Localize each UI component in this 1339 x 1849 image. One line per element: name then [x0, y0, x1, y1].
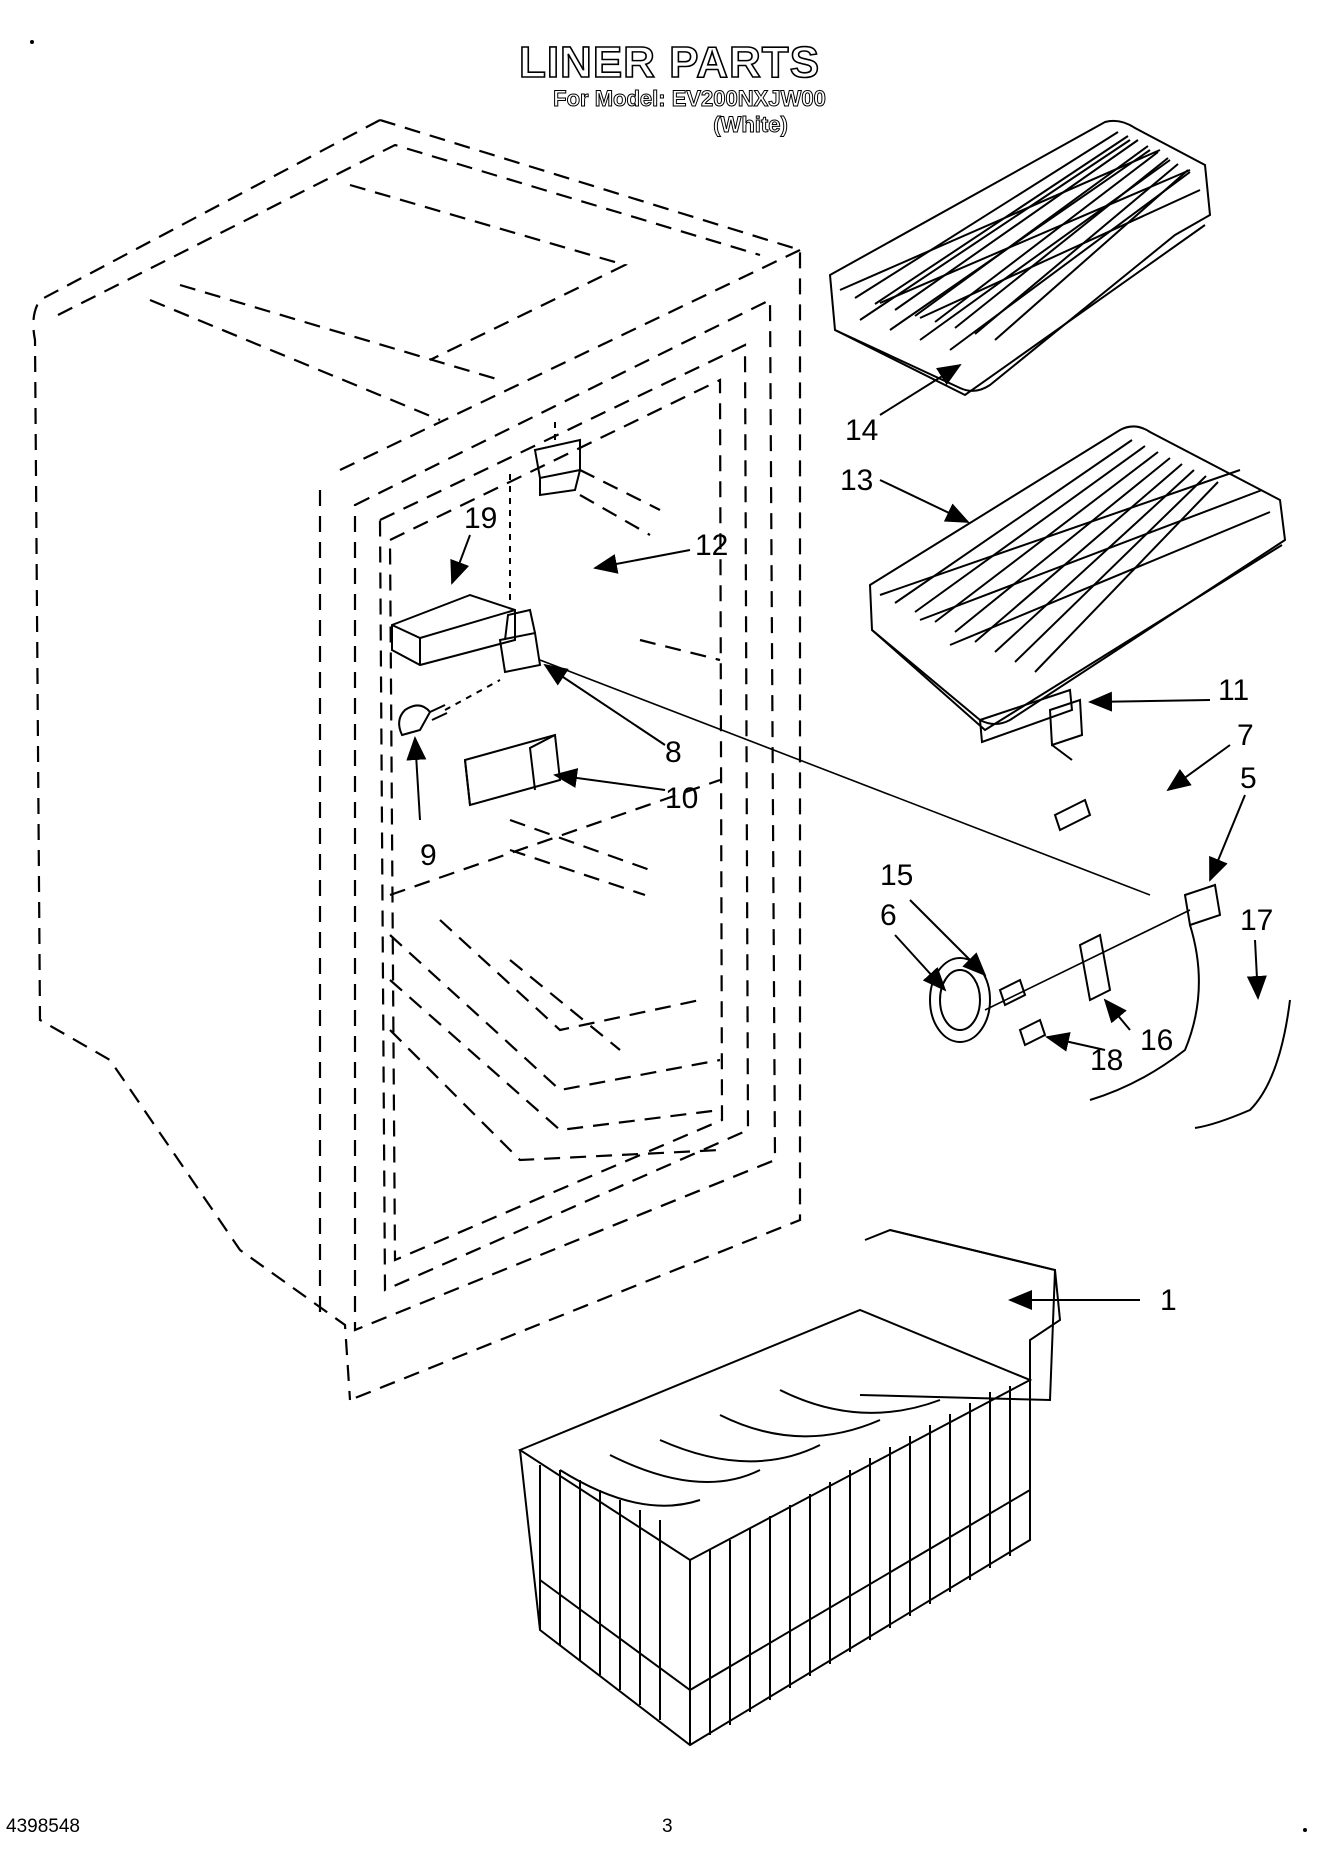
- callout-19: 19: [464, 502, 497, 535]
- callout-12: 15: [880, 859, 913, 892]
- callout-13: 12: [695, 529, 728, 562]
- diagram-title: LINER PARTS: [518, 38, 821, 87]
- callout-7: 7: [1237, 719, 1254, 752]
- callout-11: 16: [1140, 1024, 1173, 1057]
- screw-17: [1018, 1018, 1047, 1047]
- callout-15: 13: [840, 464, 873, 497]
- light-housing-19: [391, 593, 516, 667]
- wire-basket: [517, 1228, 1062, 1747]
- capillary-tube: [1089, 924, 1200, 1101]
- light-assembly: [391, 420, 1151, 896]
- callout-17: 18: [1090, 1044, 1123, 1077]
- cabinet-liner-outline: [32, 118, 802, 1402]
- drain-tube-18: [1194, 999, 1291, 1129]
- callout-14: 11: [1218, 674, 1249, 707]
- lower-wire-shelf: [868, 425, 1287, 732]
- model-line: For Model: EV200NXJW00: [553, 86, 827, 112]
- document-number: 4398548: [6, 1816, 80, 1837]
- thermostat-7: [1048, 698, 1084, 761]
- screw-12: [998, 978, 1027, 1007]
- light-shield-10: [463, 733, 562, 807]
- shelf-bracket-14: [978, 688, 1074, 744]
- light-socket-8: [498, 631, 542, 674]
- callout-6: 6: [880, 899, 897, 932]
- callout-10: 10: [665, 782, 698, 815]
- title-block: LINER PARTS For Model: EV200NXJW00 (Whit…: [0, 38, 1339, 138]
- light-bulb-9: [398, 704, 432, 737]
- color-line: (White): [713, 112, 789, 138]
- thermostat-5: [1183, 883, 1222, 927]
- callout-16: 14: [845, 414, 878, 447]
- callout-18: 17: [1240, 904, 1273, 937]
- leader-lines: [406, 363, 1267, 1310]
- control-hardware: [929, 688, 1291, 1129]
- page-number: 3: [662, 1816, 673, 1837]
- upper-wire-shelf: [828, 119, 1212, 397]
- screw-7: [1053, 798, 1092, 832]
- callout-8: 8: [665, 736, 682, 769]
- corner-mark-bottom-right: [1303, 1828, 1307, 1832]
- control-knob-6: [929, 957, 991, 1043]
- callout-1: 1: [1160, 1284, 1177, 1317]
- callout-5: 5: [1240, 762, 1257, 795]
- callout-9: 9: [420, 839, 437, 872]
- corner-mark-top-left: [30, 40, 34, 44]
- bracket-11: [1078, 933, 1112, 1002]
